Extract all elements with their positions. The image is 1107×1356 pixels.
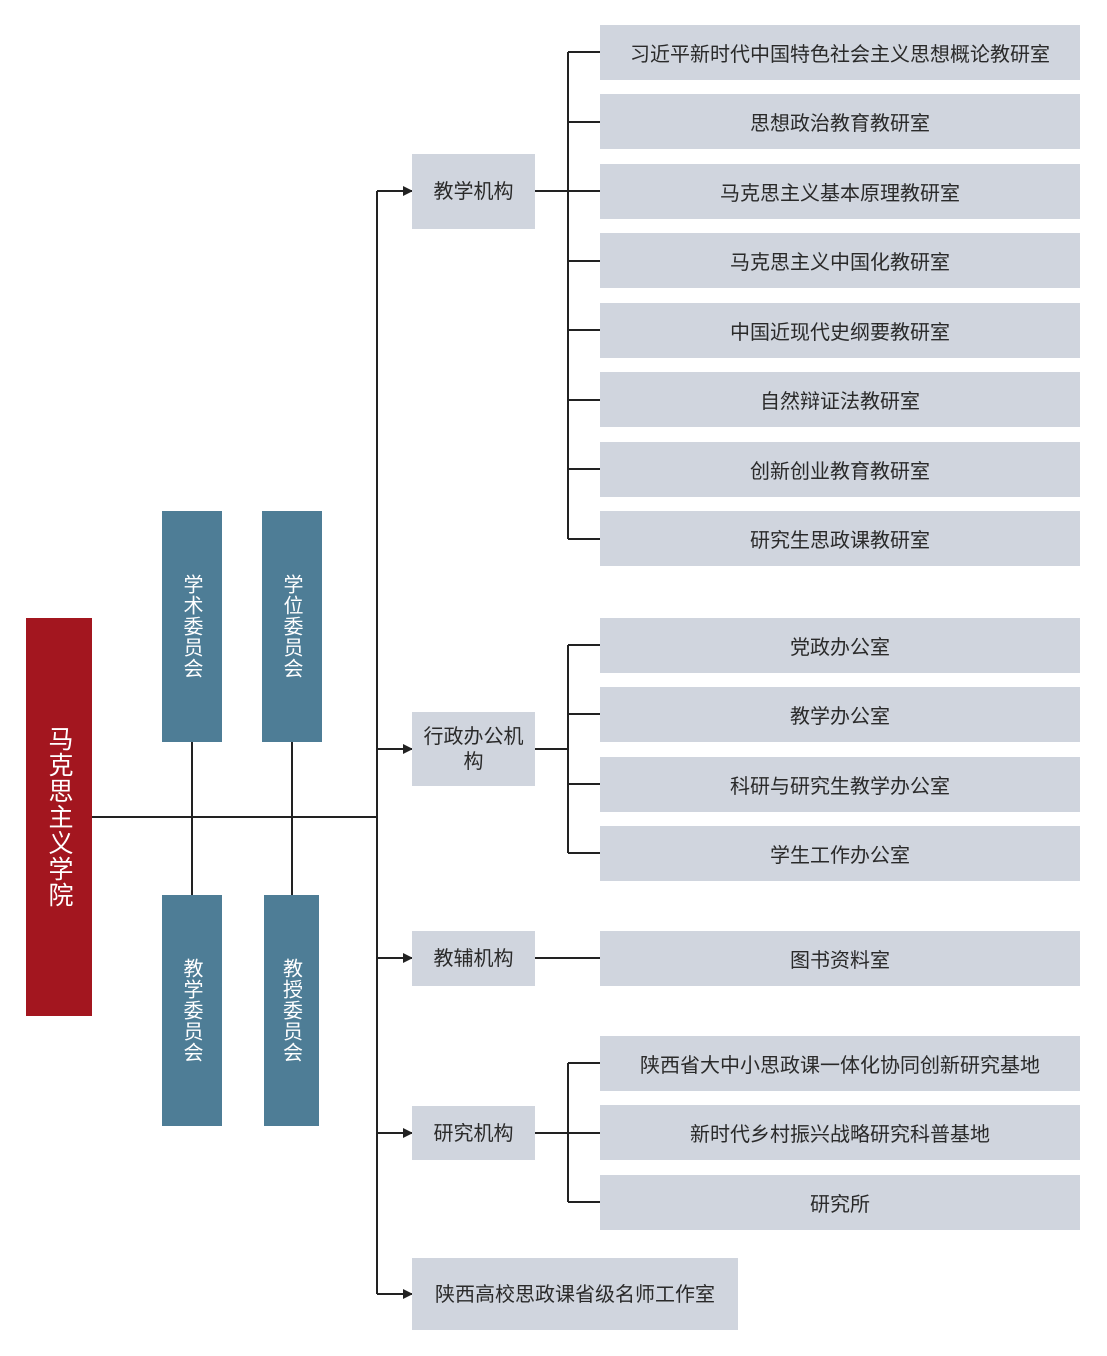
committee-node: 教学委员会	[162, 895, 222, 1126]
unit-label: 陕西省大中小思政课一体化协同创新研究基地	[640, 1053, 1040, 1077]
committee-label: 学术委员会	[180, 574, 204, 679]
unit-node: 中国近现代史纲要教研室	[600, 303, 1080, 358]
unit-node: 习近平新时代中国特色社会主义思想概论教研室	[600, 25, 1080, 80]
committee-label: 教学委员会	[180, 958, 204, 1063]
unit-label: 中国近现代史纲要教研室	[730, 320, 950, 344]
unit-label: 马克思主义基本原理教研室	[720, 181, 960, 205]
branch-label: 教辅机构	[433, 946, 514, 970]
unit-node: 研究所	[600, 1175, 1080, 1230]
unit-node: 教学办公室	[600, 687, 1080, 742]
unit-label: 新时代乡村振兴战略研究科普基地	[690, 1122, 990, 1146]
unit-label: 创新创业教育教研室	[750, 459, 930, 483]
committee-node: 教授委员会	[264, 895, 319, 1126]
unit-label: 研究所	[810, 1192, 870, 1216]
unit-node: 研究生思政课教研室	[600, 511, 1080, 566]
unit-label: 图书资料室	[790, 948, 890, 972]
unit-node: 创新创业教育教研室	[600, 442, 1080, 497]
unit-node: 学生工作办公室	[600, 826, 1080, 881]
unit-node: 自然辩证法教研室	[600, 372, 1080, 427]
unit-label: 党政办公室	[790, 635, 890, 659]
unit-label: 马克思主义中国化教研室	[730, 250, 950, 274]
branch-label: 研究机构	[433, 1120, 514, 1145]
branch-node: 教学机构	[412, 154, 535, 229]
branch-node: 教辅机构	[412, 931, 535, 986]
unit-node: 马克思主义中国化教研室	[600, 233, 1080, 288]
branch-label: 行政办公机构	[423, 724, 524, 773]
unit-node: 党政办公室	[600, 618, 1080, 673]
unit-label: 思想政治教育教研室	[750, 111, 930, 135]
committee-node: 学术委员会	[162, 511, 222, 742]
root-label: 马克思主义学院	[45, 726, 74, 908]
unit-label: 研究生思政课教研室	[750, 528, 930, 552]
unit-node: 陕西省大中小思政课一体化协同创新研究基地	[600, 1036, 1080, 1091]
unit-label: 学生工作办公室	[770, 843, 910, 867]
branch-label: 教学机构	[433, 179, 514, 203]
branch-node: 研究机构	[412, 1106, 535, 1160]
unit-label: 自然辩证法教研室	[760, 389, 920, 413]
branch-node: 行政办公机构	[412, 712, 535, 786]
unit-node: 科研与研究生教学办公室	[600, 757, 1080, 812]
unit-label: 科研与研究生教学办公室	[730, 774, 950, 798]
unit-node: 思想政治教育教研室	[600, 94, 1080, 149]
unit-label: 习近平新时代中国特色社会主义思想概论教研室	[630, 42, 1050, 66]
unit-node: 图书资料室	[600, 931, 1080, 986]
branch-label: 陕西高校思政课省级名师工作室	[435, 1281, 715, 1306]
branch-node: 陕西高校思政课省级名师工作室	[412, 1258, 738, 1330]
unit-node: 新时代乡村振兴战略研究科普基地	[600, 1105, 1080, 1160]
committee-label: 教授委员会	[279, 958, 304, 1063]
unit-node: 马克思主义基本原理教研室	[600, 164, 1080, 219]
root-node: 马克思主义学院	[26, 618, 92, 1016]
committee-label: 学位委员会	[280, 574, 304, 679]
unit-label: 教学办公室	[790, 704, 890, 728]
committee-node: 学位委员会	[262, 511, 322, 742]
